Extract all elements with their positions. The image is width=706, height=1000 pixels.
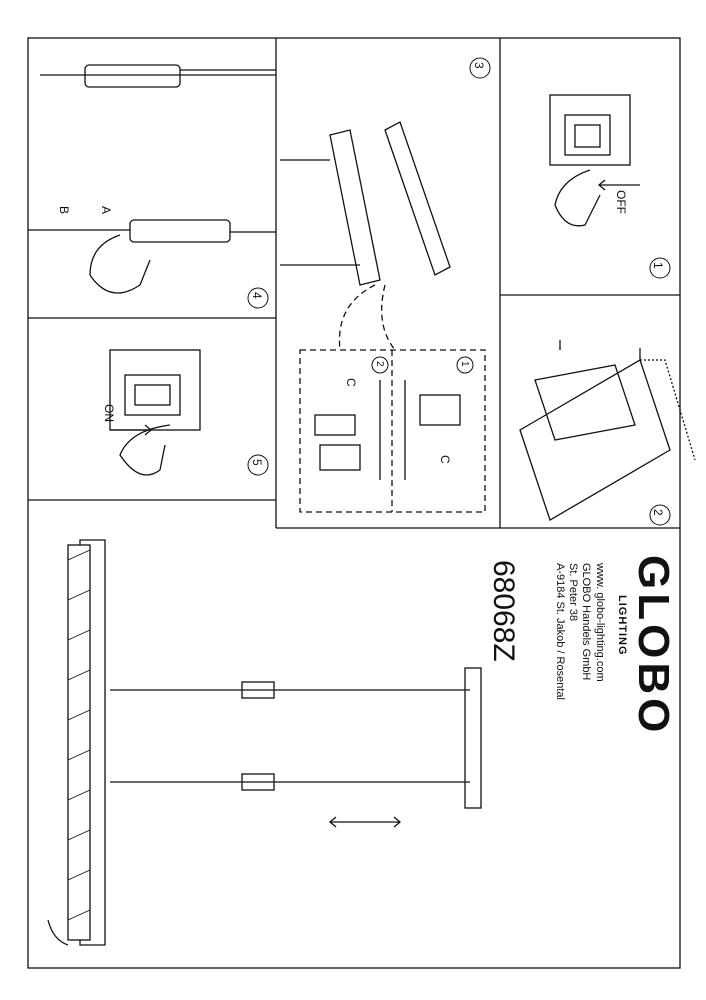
c-label-1: C [438,455,452,464]
company-name: GLOBO Handels GmbH [580,563,592,681]
bracket-and-driver [280,121,486,513]
cable-cylinder [28,64,276,294]
company-website: www. globo-lighting.com [594,563,606,682]
b-label: B [57,206,71,215]
company-street: St. Peter 38 [567,563,579,622]
step-1-circle [649,257,671,279]
switch-box-on [109,349,201,476]
step-2-number: 2 [651,509,665,516]
on-label: ON [102,404,116,422]
brand-logo: GLOBO [629,555,678,737]
brand-sub: LIGHTING [616,595,628,656]
step-1-number: 1 [651,262,665,269]
step-3-number: 3 [472,62,486,69]
step-4-number: 4 [250,292,264,299]
step-5-number: 5 [250,459,264,466]
substep-1-circle [456,356,474,374]
a-label: A [99,206,113,215]
step-3-circle [469,57,491,79]
substep-2-circle [371,356,389,374]
page-frame [27,37,681,969]
model-number: 68068Z [487,560,520,662]
step-5-circle [247,454,269,476]
substep-2-number: 2 [374,361,385,367]
company-city: A-9184 St. Jakob / Rosental [554,563,566,700]
switch-box-off [549,94,640,227]
step-2-circle [649,504,671,526]
product-overview [47,539,482,946]
substep-1-number: 1 [459,361,470,367]
off-label: OFF [614,190,628,214]
lamp-mounting [519,340,696,521]
step-4-circle [247,287,269,309]
c-label-2: C [344,378,358,387]
